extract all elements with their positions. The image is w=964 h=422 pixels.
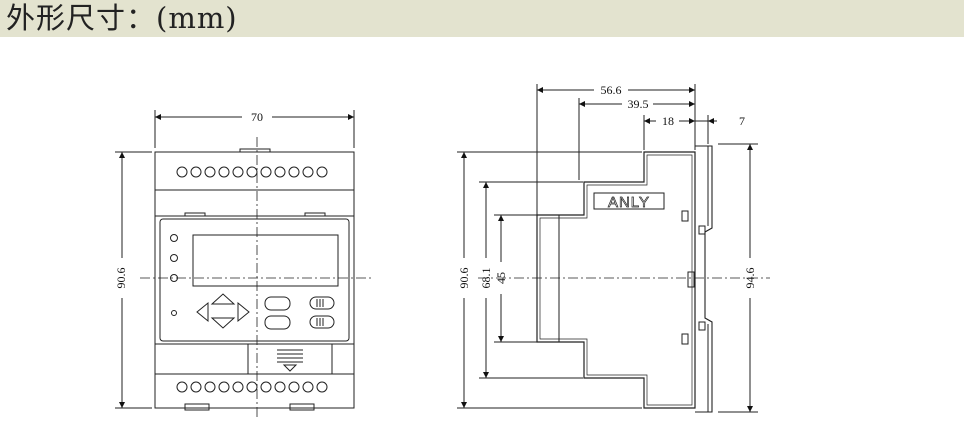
selector-switch-2 [309,315,335,329]
depth-total-label: 56.6 [601,83,622,97]
side-body-profile [536,151,696,409]
top-terminal-row [176,166,328,178]
depth-mid-label: 39.5 [628,97,649,111]
left-arrow-key [196,301,209,323]
navigation-keys [196,293,250,329]
lcd-display [192,234,339,287]
logo-plate [593,192,665,210]
height-dimensions: 90.6 68.1 45 [457,151,642,409]
rail-depth-label: 7 [739,114,745,128]
height-total-label: 90.6 [457,268,471,289]
status-leds [170,234,178,316]
front-panel [159,218,350,342]
dimension-drawing: 70 90.6 [114,83,770,420]
right-arrow-key [237,301,250,323]
brand-logo: ANLY [608,194,650,211]
front-view: 70 90.6 [114,110,372,420]
selector-switch-1 [309,296,335,310]
title-bar: 外形尺寸：(mm) [0,0,964,37]
function-button-2 [264,315,291,330]
depth-front-label: 18 [662,114,674,128]
depth-dimensions: 56.6 39.5 18 7 [536,83,745,215]
width-dimension: 70 [154,110,355,148]
function-button-1 [264,296,291,311]
down-arrow-key [210,317,236,329]
bottom-terminal-row [176,381,328,393]
page-title: 外形尺寸：(mm) [6,1,238,35]
up-arrow-key [210,293,236,305]
width-label: 70 [251,110,263,124]
din-rail-clip [695,145,713,413]
side-view: 56.6 39.5 18 7 90.6 68.1 [457,83,770,413]
terminal-cover [247,343,333,375]
height-dimension: 90.6 [114,151,152,409]
height-label: 90.6 [114,268,128,289]
